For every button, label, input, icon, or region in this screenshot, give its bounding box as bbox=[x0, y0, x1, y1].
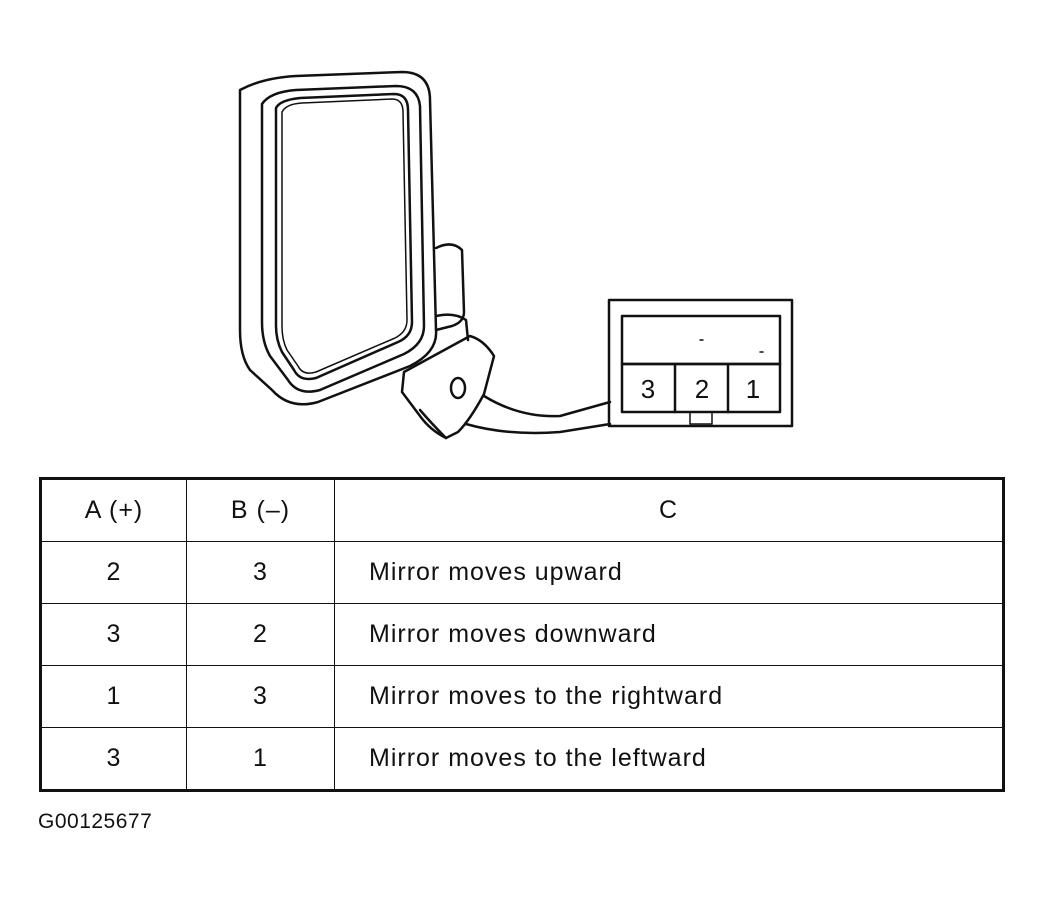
table-row: 3 2 Mirror moves downward bbox=[40, 603, 1004, 666]
cell-b: 3 bbox=[186, 665, 335, 728]
cable bbox=[464, 394, 612, 435]
figure-id: G00125677 bbox=[38, 810, 153, 833]
cell-c: Mirror moves to the rightward bbox=[334, 665, 1004, 728]
cell-a: 1 bbox=[40, 665, 187, 728]
cell-b: 3 bbox=[186, 541, 335, 604]
mirror-test-table: A (+) B (–) C 2 3 Mirror moves upward 3 … bbox=[39, 477, 1005, 792]
cell-b: 1 bbox=[186, 727, 335, 791]
cell-c: Mirror moves upward bbox=[334, 541, 1004, 604]
table-row: 3 1 Mirror moves to the leftward bbox=[40, 727, 1004, 791]
mirror-illustration: 3 2 1 bbox=[238, 70, 794, 440]
connector-pin-label: 2 bbox=[695, 374, 709, 404]
cell-c: Mirror moves to the leftward bbox=[334, 727, 1004, 791]
table-row: 2 3 Mirror moves upward bbox=[40, 541, 1004, 604]
column-header-b: B (–) bbox=[186, 478, 335, 542]
cell-c: Mirror moves downward bbox=[334, 603, 1004, 666]
mirror-housing bbox=[238, 70, 438, 406]
column-header-a: A (+) bbox=[40, 478, 187, 542]
table-row: 1 3 Mirror moves to the rightward bbox=[40, 665, 1004, 728]
table-header-row: A (+) B (–) C bbox=[40, 478, 1004, 542]
cell-a: 3 bbox=[40, 603, 187, 666]
connector bbox=[607, 298, 794, 428]
mirror-glass bbox=[274, 92, 414, 381]
connector-pin-label: 3 bbox=[641, 374, 655, 404]
column-header-c: C bbox=[334, 478, 1004, 542]
cell-b: 2 bbox=[186, 603, 335, 666]
mirror-mount-arm bbox=[400, 243, 496, 440]
connector-pin-label: 1 bbox=[746, 374, 760, 404]
cell-a: 2 bbox=[40, 541, 187, 604]
cell-a: 3 bbox=[40, 727, 187, 791]
